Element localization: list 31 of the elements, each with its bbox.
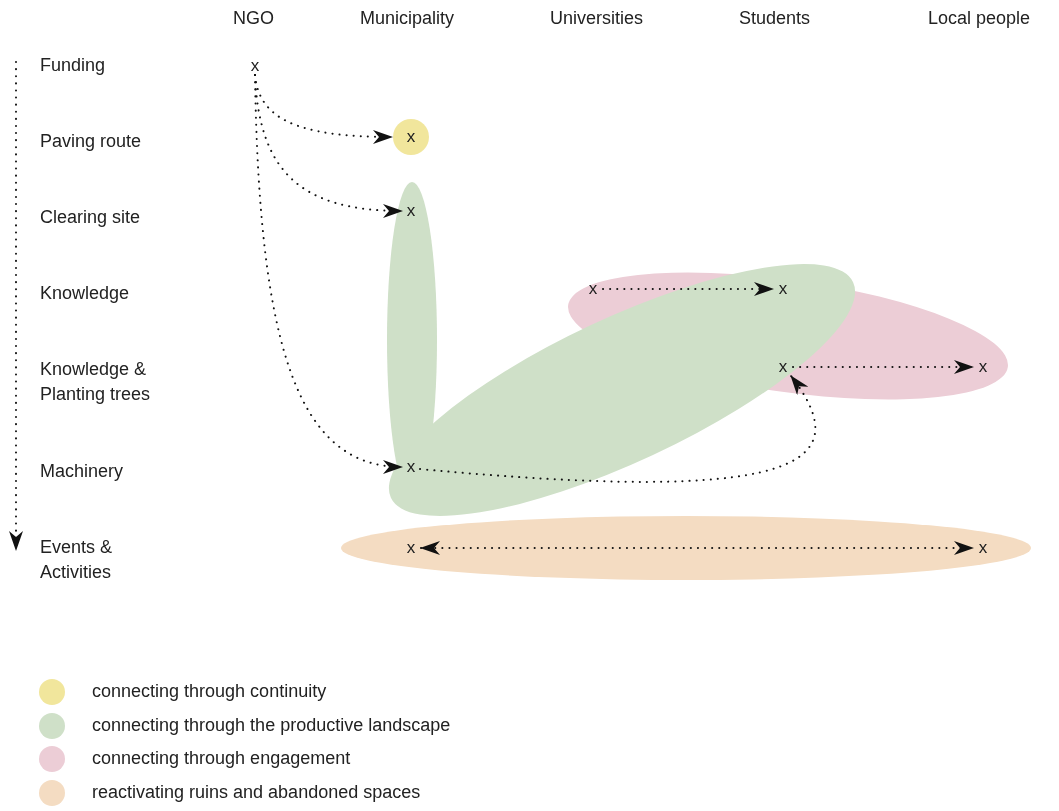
legend-text: connecting through continuity — [92, 680, 327, 703]
column-header: Local people — [928, 7, 1031, 30]
cross-mark: x — [776, 280, 790, 298]
cross-mark: x — [404, 202, 418, 220]
cross-mark: x — [586, 280, 600, 298]
cross-mark: x — [248, 57, 262, 75]
column-header: Municipality — [360, 7, 455, 30]
row-label: Machinery — [40, 460, 124, 483]
column-header: NGO — [233, 7, 274, 30]
dotted-arrow — [419, 375, 816, 483]
dotted-arrow — [792, 360, 974, 374]
row-label: Events & Activities — [40, 536, 114, 584]
legend-text: connecting through engagement — [92, 747, 351, 770]
cross-mark: x — [404, 539, 418, 557]
column-header: Students — [739, 7, 811, 30]
cross-mark: x — [404, 458, 418, 476]
dotted-arrow — [602, 282, 774, 296]
dotted-arrow — [420, 541, 974, 555]
column-header: Universities — [550, 7, 644, 30]
legend-text: reactivating ruins and abandoned spaces — [92, 780, 421, 804]
marked-circle: x — [393, 119, 429, 155]
legend-text: connecting through the productive landscape — [92, 713, 451, 737]
cross-mark: x — [976, 358, 990, 376]
cross-mark: x — [976, 539, 990, 557]
row-label: Knowledge — [40, 282, 130, 305]
row-label: Paving route — [40, 130, 142, 153]
row-label: Clearing site — [40, 206, 141, 229]
row-label: Funding — [40, 54, 106, 77]
cross-mark: x — [776, 358, 790, 376]
row-label: Knowledge & Planting trees — [40, 358, 152, 406]
dotted-arrow — [254, 74, 403, 473]
